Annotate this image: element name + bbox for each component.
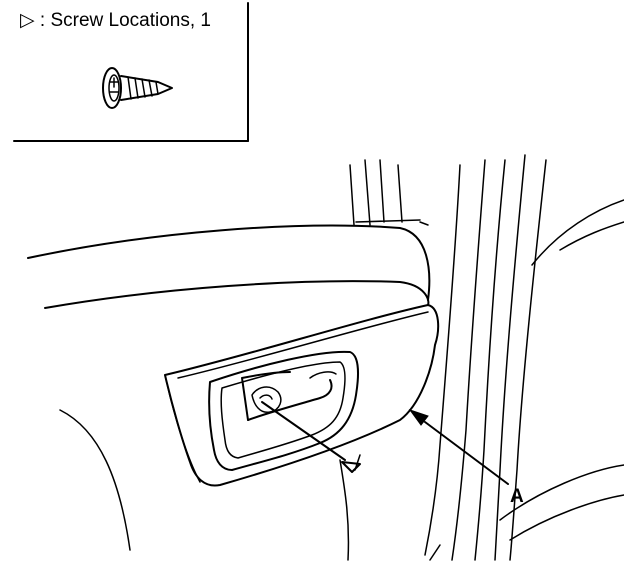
door-handle: [208, 350, 359, 471]
callout-a-leader: [408, 409, 509, 485]
screw-icon: [102, 67, 173, 109]
door-trim-panel: [164, 304, 440, 487]
legend-label: ▷ : Screw Locations, 1: [20, 10, 211, 31]
callout-label-a: A: [510, 486, 524, 507]
armrest-shelf: [27, 224, 431, 309]
legend-box: [13, 2, 249, 142]
screw-leader: [261, 401, 361, 473]
door-pillar: [349, 154, 624, 561]
